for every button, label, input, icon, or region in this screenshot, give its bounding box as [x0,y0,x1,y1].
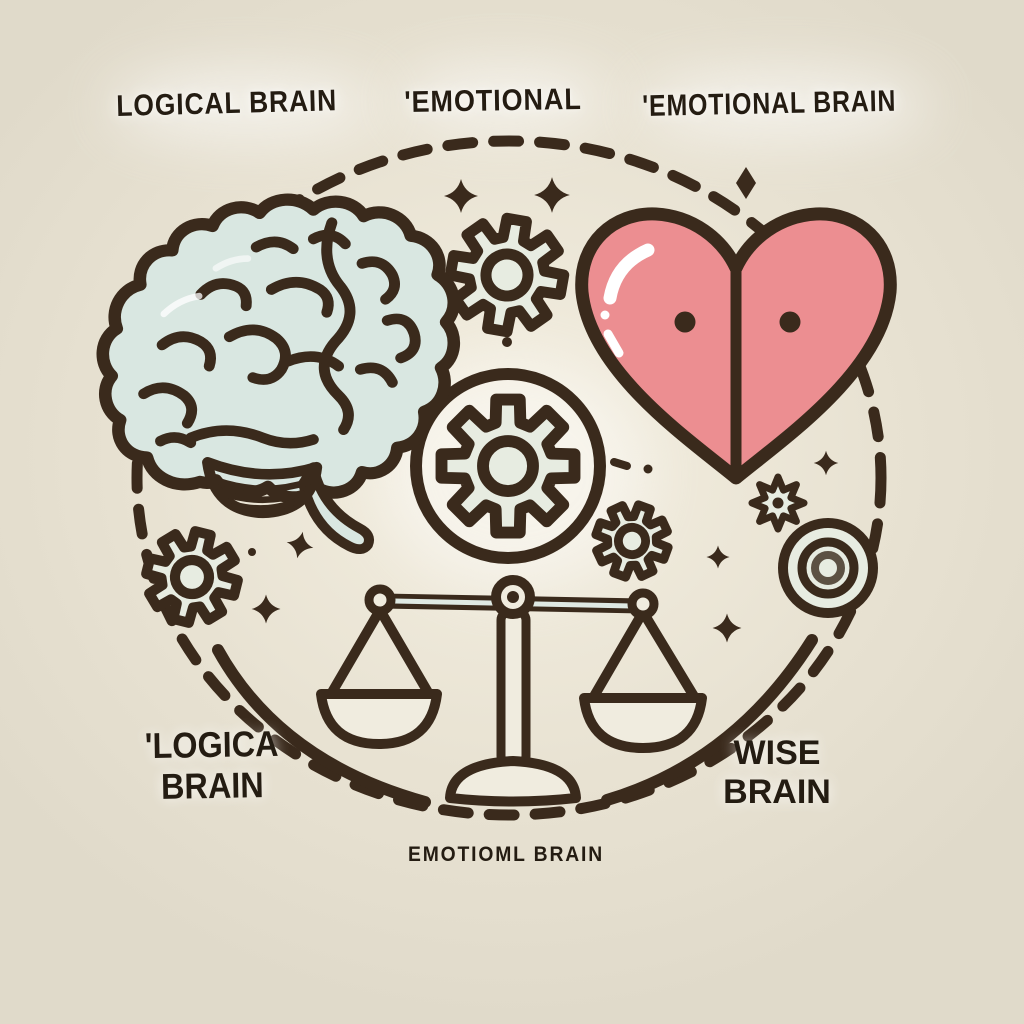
cerebellum [202,457,323,519]
dot [643,464,653,474]
label-glow [400,66,610,132]
dot [502,337,512,347]
beam-end-left [364,584,396,616]
gear-icon-left [137,522,247,632]
label-emotional-brain-bottom: EMOTIOML BRAIN [408,843,605,866]
heart-shine-dot [600,310,610,320]
right-pan-strings [588,607,700,703]
heart-shine [603,243,655,305]
sparkle-icon [251,594,281,624]
beam-end-right [627,588,659,620]
sparkle-icon [444,179,478,213]
label-glow [640,70,930,140]
dashed-circle [131,135,887,821]
scale-post [496,607,531,769]
star-gear-icon [748,473,808,533]
label-glow [110,70,380,140]
left-pan-strings [326,605,434,699]
gear-icon-right-small [586,495,679,588]
label-line: BRAIN [723,773,831,811]
sparkle-icon [712,613,742,643]
label-logical-brain-bottom: 'LOGICA BRAIN [132,723,292,808]
label-line: 'LOGICA [144,722,279,767]
label-emotional-brain-top: 'EMOTIONAL BRAIN [642,84,897,123]
sparkle-icon [706,545,730,569]
scale-base [445,756,581,807]
label-emotional-top: 'EMOTIONAL [404,82,582,119]
left-pan-bowl [316,689,442,749]
right-pan-bowl [579,693,707,753]
heart-dot-left [674,311,696,333]
sparkle-icon [813,450,839,476]
balance-scale-icon [316,575,707,807]
label-line: WISE [733,734,821,772]
heart-icon [575,207,897,485]
brain-stem [298,462,375,555]
dash [610,458,631,470]
heart-shine-dash [603,329,624,358]
sparkle-icon [534,177,570,213]
label-line: BRAIN [160,764,265,807]
sparkle-icon [283,528,317,562]
target-circles-icon [778,518,878,618]
diamond-icon [736,167,756,199]
gear-icon-top [442,210,571,339]
dot [248,548,256,556]
label-logical-brain-top: LOGICAL BRAIN [116,84,338,123]
brain-icon [96,193,461,555]
heart-dot-right [779,311,801,333]
label-wise-brain: WISE BRAIN [702,734,852,812]
gear-icon-center [410,368,606,564]
